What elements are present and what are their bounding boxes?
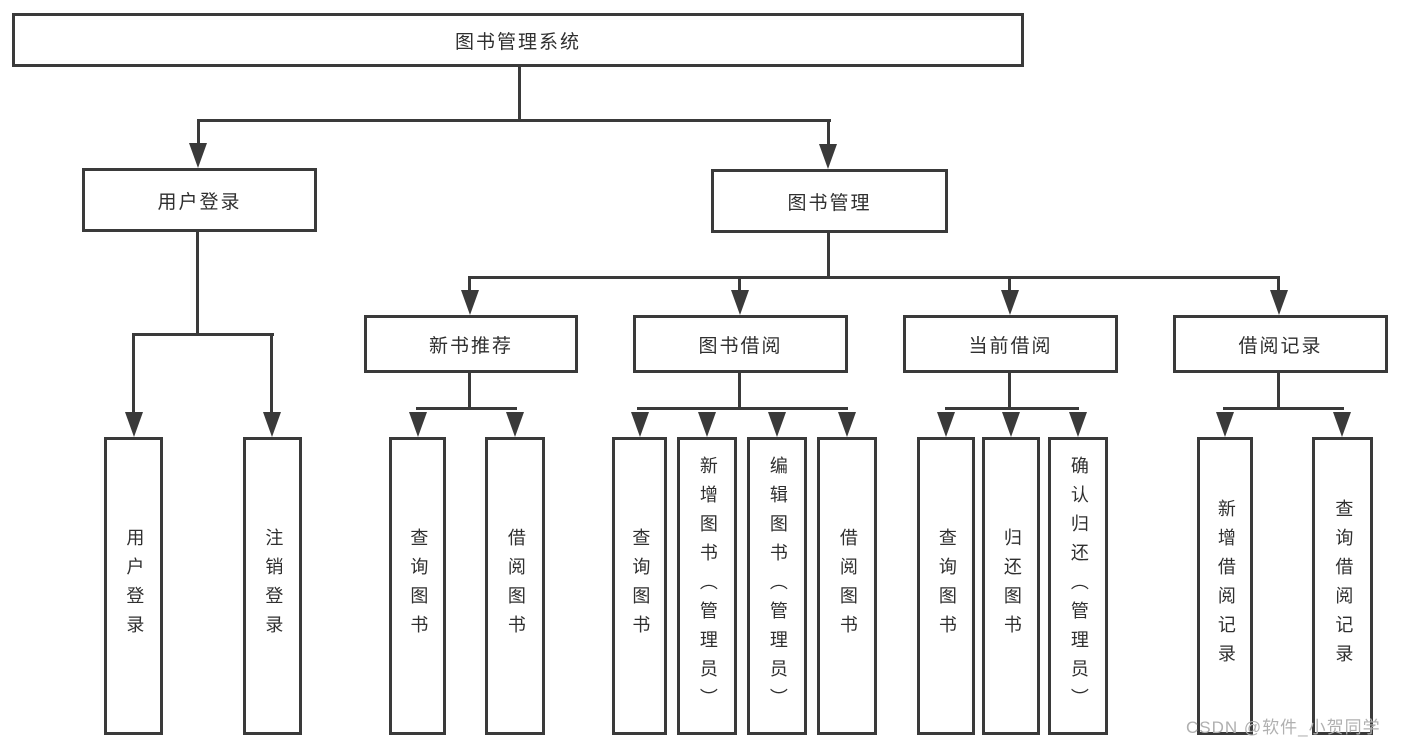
leaf-label: 归还图书 [1001,528,1022,644]
leaf-label: 查询图书 [408,528,429,644]
connector-stub-logout-leaf [270,333,273,413]
connector-root-drop [518,67,521,119]
leaf-label: 用户登录 [124,528,145,644]
node-root: 图书管理系统 [12,13,1024,67]
arrowhead-group-2 [1001,290,1019,315]
leaf-query-books: 查询图书 [612,437,667,735]
arrowhead-leaf [698,412,716,437]
arrowhead-leaf [1069,412,1087,437]
arrowhead-leaf [506,412,524,437]
leaf-label: 查询图书 [630,528,651,644]
connector-group2-bus [945,407,1079,410]
connector-user-login-drop [196,232,199,335]
leaf-logout: 注销登录 [243,437,302,735]
leaf-label: 新增借阅记录 [1215,499,1236,673]
arrowhead-group-0 [461,290,479,315]
leaf-borrow-books: 借阅图书 [817,437,877,735]
arrowhead-leaf [1216,412,1234,437]
leaf-label: 查询借阅记录 [1333,499,1354,673]
arrowhead-logout-leaf [263,412,281,437]
leaf-label: 借阅图书 [837,528,858,644]
arrowhead-leaf [1002,412,1020,437]
group-label: 图书借阅 [698,335,783,357]
connector-group3-bus [1223,407,1344,410]
group-label: 借阅记录 [1238,335,1323,357]
arrowhead-leaf [838,412,856,437]
leaf-borrow-books: 借阅图书 [485,437,545,735]
node-group-current-borrow: 当前借阅 [903,315,1118,373]
connector-stub-group-3 [1277,276,1280,294]
leaf-add-borrow-record: 新增借阅记录 [1197,437,1253,735]
arrowhead-leaf [409,412,427,437]
connector-book-mgmt-bus [468,276,1280,279]
connector-stub-login-leaf [132,333,135,413]
arrowhead-group-1 [731,290,749,315]
node-group-new-book-recommend: 新书推荐 [364,315,578,373]
node-user-login: 用户登录 [82,168,317,232]
arrowhead-login-leaf [125,412,143,437]
csdn-watermark: CSDN @软件_小贺同学 [1186,718,1381,737]
leaf-label: 确认归还（管理员） [1068,455,1089,717]
node-book-mgmt: 图书管理 [711,169,948,233]
connector-group1-bus [637,407,848,410]
group-label: 当前借阅 [968,335,1053,357]
leaf-edit-books-admin: 编辑图书（管理员） [747,437,807,735]
leaf-confirm-return-admin: 确认归还（管理员） [1048,437,1108,735]
connector-group2-drop [1008,373,1011,409]
leaf-label: 新增图书（管理员） [697,455,718,717]
leaf-query-books: 查询图书 [389,437,446,735]
leaf-query-books: 查询图书 [917,437,975,735]
node-book-mgmt-label: 图书管理 [787,192,872,214]
connector-stub-group-2 [1008,276,1011,294]
arrowhead-leaf [1333,412,1351,437]
node-user-login-label: 用户登录 [157,191,242,213]
leaf-label: 借阅图书 [505,528,526,644]
connector-group0-bus [416,407,517,410]
connector-root-bus [197,119,831,122]
arrowhead-book-mgmt [819,144,837,169]
node-group-book-borrow: 图书借阅 [633,315,848,373]
leaf-label: 编辑图书（管理员） [767,455,788,717]
arrowhead-user-login [189,143,207,168]
node-group-borrow-records: 借阅记录 [1173,315,1388,373]
leaf-add-books-admin: 新增图书（管理员） [677,437,737,735]
arrowhead-group-3 [1270,290,1288,315]
leaf-label: 注销登录 [263,528,284,644]
connector-group0-drop [468,373,471,409]
connector-stub-book-mgmt [827,119,830,148]
connector-stub-group-0 [468,276,471,294]
arrowhead-leaf [937,412,955,437]
connector-user-login-bus [133,333,274,336]
connector-group3-drop [1277,373,1280,409]
node-root-label: 图书管理系统 [454,31,581,53]
group-label: 新书推荐 [428,335,513,357]
leaf-return-books: 归还图书 [982,437,1040,735]
arrowhead-leaf [631,412,649,437]
leaf-query-borrow-record: 查询借阅记录 [1312,437,1373,735]
connector-group1-drop [738,373,741,409]
arrowhead-leaf [768,412,786,437]
connector-book-mgmt-drop [827,233,830,278]
connector-stub-user-login [197,119,200,147]
leaf-user-login: 用户登录 [104,437,163,735]
leaf-label: 查询图书 [936,528,957,644]
connector-stub-group-1 [738,276,741,294]
